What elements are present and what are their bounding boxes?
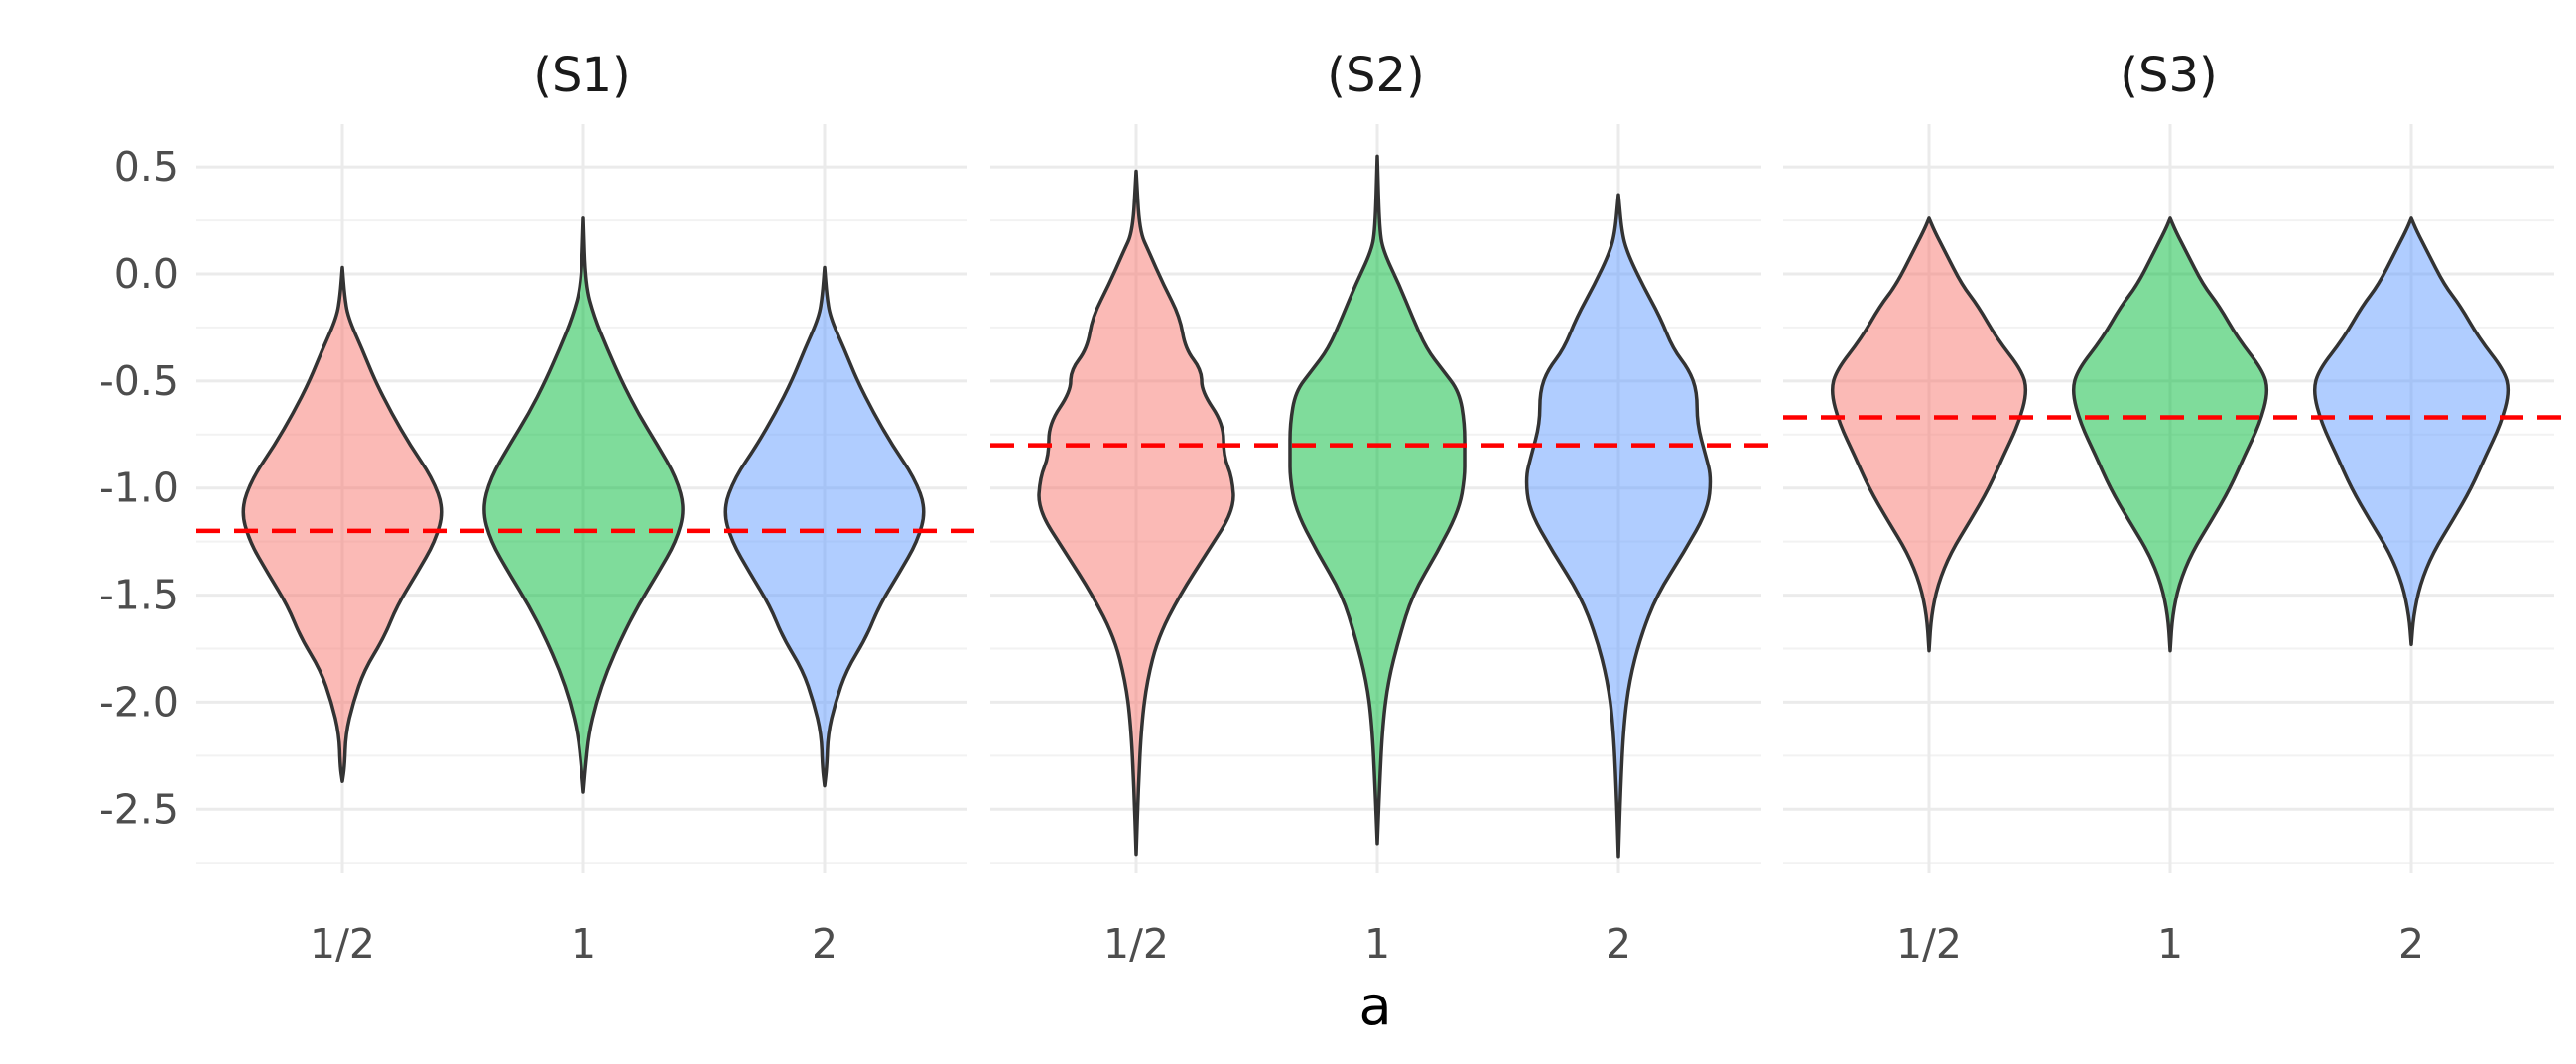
violin-1-2: [1830, 216, 2028, 653]
y-tick-label: -1.0: [99, 465, 179, 512]
x-tick-label: 1: [2157, 920, 2183, 968]
facet-title: (S3): [2120, 48, 2217, 103]
violin-2: [2312, 216, 2511, 646]
violin-1-2: [241, 265, 444, 783]
violin-1-2: [1037, 169, 1235, 857]
y-tick-label: -2.5: [99, 785, 179, 833]
x-tick-label: 2: [812, 920, 837, 968]
x-tick-label: 1/2: [1896, 920, 1962, 968]
facets-layer: (S1) 1/2 1 2 (S2) 1/2 1 2 (S3) 1/2 1 2: [196, 48, 2572, 968]
violin-1: [2071, 216, 2269, 653]
x-tick-label: 1/2: [1103, 920, 1169, 968]
x-tick-label: 2: [1606, 920, 1631, 968]
facet-title: (S2): [1327, 48, 1424, 103]
facet-panel: (S1) 1/2 1 2: [196, 48, 985, 968]
x-tick-label: 2: [2398, 920, 2424, 968]
x-axis-title: a: [1358, 975, 1391, 1037]
x-tick-label: 1: [1364, 920, 1390, 968]
violin-2: [1524, 193, 1713, 859]
y-tick-label: -0.5: [99, 357, 179, 405]
y-axis: 0.5 0.0 -0.5 -1.0 -1.5 -2.0 -2.5: [99, 143, 179, 833]
x-tick-label: 1: [571, 920, 596, 968]
violin-1: [1288, 154, 1467, 846]
facet-panel: (S2) 1/2 1 2: [990, 48, 1779, 968]
y-tick-label: 0.0: [114, 250, 179, 298]
y-tick-label: -2.0: [99, 678, 179, 726]
facet-panel: (S3) 1/2 1 2: [1783, 48, 2572, 968]
y-tick-label: -1.5: [99, 572, 179, 619]
violin-2: [723, 265, 926, 788]
violin-1: [482, 216, 685, 794]
y-tick-label: 0.5: [114, 143, 179, 191]
x-tick-label: 1/2: [310, 920, 375, 968]
facet-title: (S1): [533, 48, 630, 103]
